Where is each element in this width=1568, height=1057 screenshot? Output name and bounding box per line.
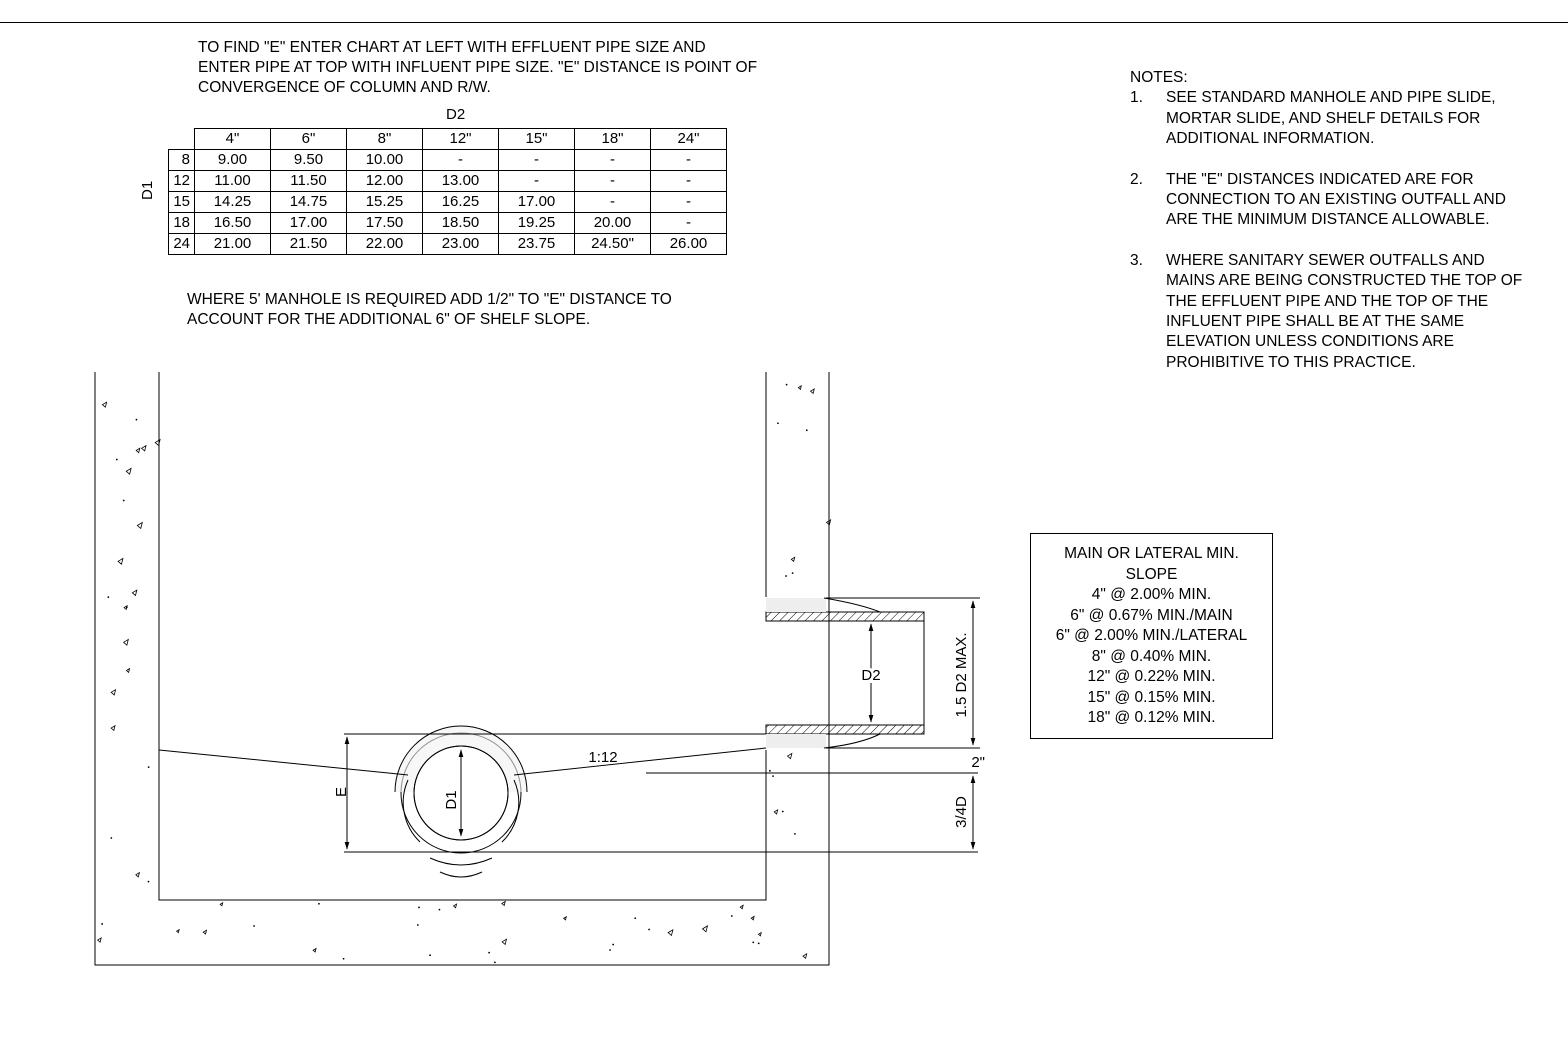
slope-line: 4" @ 2.00% MIN. <box>1091 586 1212 603</box>
note-text: WHERE SANITARY SEWER OUTFALLS AND MAINS … <box>1166 251 1523 371</box>
row-header: 18 <box>168 212 195 234</box>
slope-line: 6" @ 2.00% MIN./LATERAL <box>1055 627 1248 644</box>
dimension-arrows <box>344 600 976 850</box>
slope-line: 15" @ 0.15% MIN. <box>1087 688 1216 706</box>
slope-line: SLOPE <box>1125 565 1178 583</box>
table-cell: 17.00 <box>270 212 347 234</box>
note-text: THE "E" DISTANCES INDICATED ARE FOR CONN… <box>1166 170 1506 229</box>
label-d2-max: 1.5 D2 MAX. <box>953 632 970 717</box>
table-cell: 22.00 <box>346 233 423 255</box>
minimum-slope-box: MAIN OR LATERAL MIN. SLOPE 4" @ 2.00% MI… <box>1030 533 1273 739</box>
label-d2: D2 <box>861 667 880 684</box>
title-border-line <box>0 22 1568 23</box>
concrete-aggregate-pattern <box>96 383 832 964</box>
notes-list: 1. SEE STANDARD MANHOLE AND PIPE SLIDE, M… <box>1130 88 1530 373</box>
notes-block: NOTES: 1. SEE STANDARD MANHOLE AND PIPE S… <box>1130 68 1530 393</box>
column-header: 24" <box>650 128 727 150</box>
table-cell: 18.50 <box>422 212 499 234</box>
shelf-slope-lines <box>158 597 980 853</box>
note-number: 1. <box>1130 89 1143 107</box>
table-row: 18 16.50 17.00 17.50 18.50 19.25 20.00 - <box>168 212 727 234</box>
column-header: 8" <box>346 128 423 150</box>
e-distance-table: 4" 6" 8" 12" 15" 18" 24" 8 9.00 9.50 10.… <box>168 128 727 255</box>
note-item: 1. SEE STANDARD MANHOLE AND PIPE SLIDE, M… <box>1130 88 1530 149</box>
table-cell: 26.00 <box>650 233 727 255</box>
table-cell: 14.25 <box>194 191 271 213</box>
note-number: 3. <box>1130 251 1143 269</box>
table-cell: 23.75 <box>498 233 575 255</box>
label-e: E <box>333 787 350 797</box>
slope-line: 6" @ 0.67% MIN./MAIN <box>1070 606 1233 624</box>
table-cell: 17.50 <box>346 212 423 234</box>
slope-line: 12" @ 0.22% MIN. <box>1087 668 1216 685</box>
label-d2-halo: D2 <box>861 667 880 684</box>
manhole-wall <box>94 372 830 966</box>
row-header: 24 <box>168 233 195 255</box>
label-d1: D1 <box>443 790 460 809</box>
table-cell: 17.00 <box>498 191 575 213</box>
label-slope-ratio: 1:12 <box>588 749 617 766</box>
table-row: 24 21.00 21.50 22.00 23.00 23.75 24.50" … <box>168 233 727 255</box>
table-header-row: 4" 6" 8" 12" 15" 18" 24" <box>168 128 727 150</box>
notes-heading: NOTES: <box>1130 69 1188 86</box>
table-row: 12 11.00 11.50 12.00 13.00 - - - <box>168 170 727 192</box>
slope-line: 8" @ 0.40% MIN. <box>1091 647 1212 665</box>
note-item: 3. WHERE SANITARY SEWER OUTFALLS AND MAIN… <box>1130 251 1530 373</box>
table-column-header-d2: D2 <box>446 106 466 123</box>
manhole-shelf-note: WHERE 5' MANHOLE IS REQUIRED ADD 1/2" TO… <box>187 291 672 328</box>
label-three-quarter-d: 3/4D <box>953 796 970 828</box>
table-row: 15 14.25 14.75 15.25 16.25 17.00 - - <box>168 191 727 213</box>
table-cell: 14.75 <box>270 191 347 213</box>
table-cell: 21.00 <box>194 233 271 255</box>
label-two-inch: 2" <box>971 754 985 771</box>
note-item: 2. THE "E" DISTANCES INDICATED ARE FOR CO… <box>1130 170 1530 231</box>
chart-instructions: TO FIND "E" ENTER CHART AT LEFT WITH EFF… <box>198 39 758 96</box>
note-text: SEE STANDARD MANHOLE AND PIPE SLIDE, MOR… <box>1166 89 1496 148</box>
influent-pipe <box>765 597 925 749</box>
table-cell: 15.25 <box>346 191 423 213</box>
table-cell: - <box>650 191 727 213</box>
slope-line: 18" @ 0.12% MIN. <box>1087 709 1216 726</box>
slope-line: MAIN OR LATERAL MIN. <box>1064 545 1239 562</box>
note-number: 2. <box>1130 170 1143 188</box>
